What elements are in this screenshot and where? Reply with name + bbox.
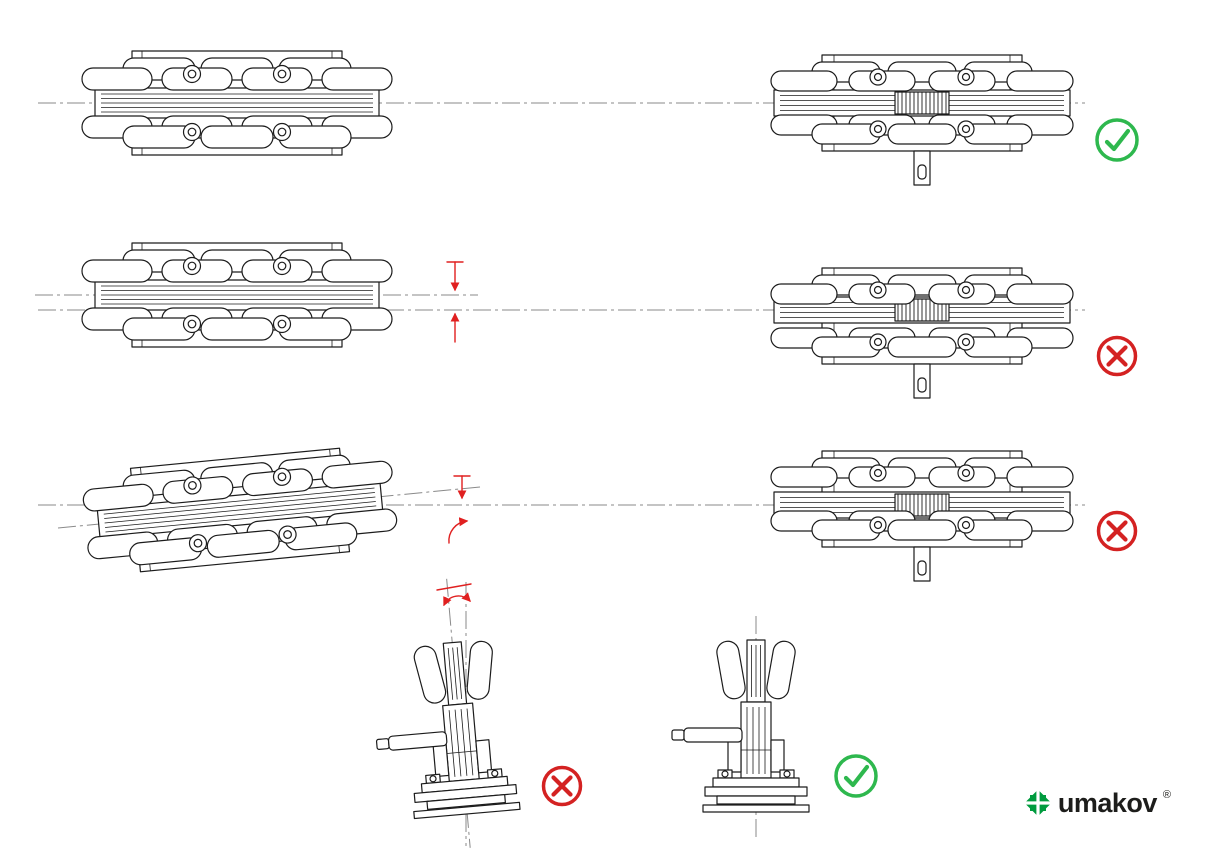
figure-carriage-front-offset <box>770 267 1074 399</box>
figure-carriage-front-centered <box>770 54 1074 186</box>
verdict-cross-row-3 <box>1099 513 1136 550</box>
figure-carriage-side-tilted <box>80 447 400 573</box>
figure-trolley-end-tilted <box>367 636 521 822</box>
red-annotations <box>436 261 472 607</box>
cross-icon <box>544 768 581 805</box>
verdict-cross-row-2 <box>1099 338 1136 375</box>
check-icon <box>1097 120 1137 160</box>
verdict-cross-trolley <box>544 768 581 805</box>
verdict-check-row-1 <box>1097 120 1137 160</box>
cross-icon <box>1099 338 1136 375</box>
check-icon <box>836 756 876 796</box>
brand-text: umakov <box>1057 787 1158 818</box>
figure-carriage-side-offset <box>81 242 393 348</box>
angle-arrows-row-3-icon <box>448 475 471 544</box>
technical-drawing <box>80 50 1074 822</box>
verdict-check-trolley <box>836 756 876 796</box>
offset-arrows-row-2-icon <box>446 261 464 343</box>
umakov-logo: umakov ® <box>1022 787 1171 818</box>
tilt-angle-arrows-trolley-icon <box>436 583 472 607</box>
cross-icon <box>1099 513 1136 550</box>
figure-carriage-front-offset-low <box>770 450 1074 582</box>
figure-carriage-side-aligned <box>81 50 393 156</box>
figure-trolley-end-plumb <box>671 638 810 813</box>
umakov-star-icon <box>1022 788 1053 818</box>
registered-mark: ® <box>1162 789 1171 801</box>
